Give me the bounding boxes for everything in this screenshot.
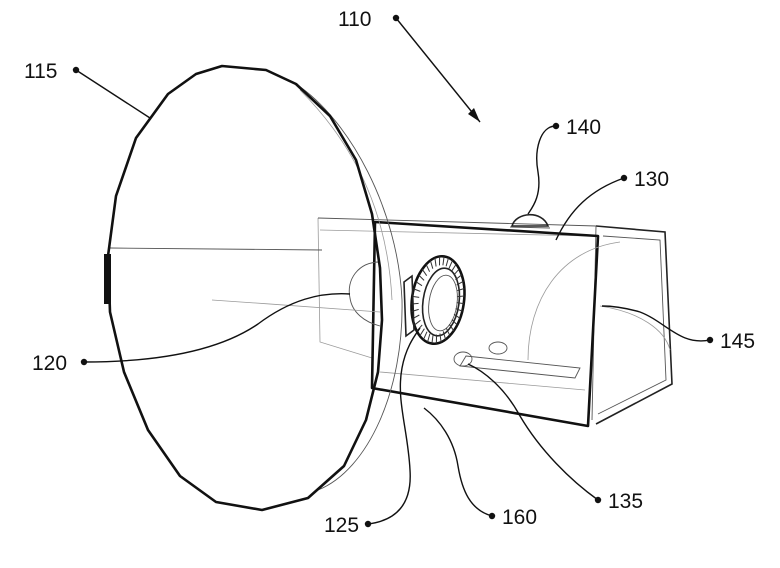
label-125: 125 [324, 514, 359, 537]
label-160: 160 [502, 506, 537, 529]
ring-tooth [426, 264, 430, 271]
ring-tooth [430, 261, 432, 269]
ring-tooth [423, 332, 427, 340]
ring-tooth [457, 296, 464, 297]
label-130: 130 [634, 168, 669, 191]
ring-tooth [443, 256, 444, 265]
inner-lens [110, 248, 380, 326]
label-140: 140 [566, 116, 601, 139]
label-110: 110 [338, 8, 371, 31]
top-dome [510, 215, 550, 228]
ring-tooth [419, 275, 424, 280]
ring-tooth [432, 335, 433, 344]
leader-lines [76, 18, 710, 524]
ring-tooth [449, 260, 453, 268]
label-120: 120 [32, 352, 67, 375]
ring-tooth [446, 258, 448, 267]
lens-ring [404, 253, 470, 347]
label-135: 135 [608, 490, 643, 513]
ring-tooth [428, 334, 430, 343]
ring-tooth [435, 258, 436, 267]
ring-tooth [452, 264, 457, 271]
ring-tooth [414, 320, 420, 325]
ring-tooth [420, 329, 425, 336]
dish [104, 66, 402, 510]
label-145: 145 [720, 330, 755, 353]
ring-tooth [416, 282, 422, 286]
ring-tooth [454, 269, 459, 275]
callout-dots [73, 15, 713, 527]
label-115: 115 [24, 60, 57, 83]
ring-tooth [422, 269, 427, 276]
